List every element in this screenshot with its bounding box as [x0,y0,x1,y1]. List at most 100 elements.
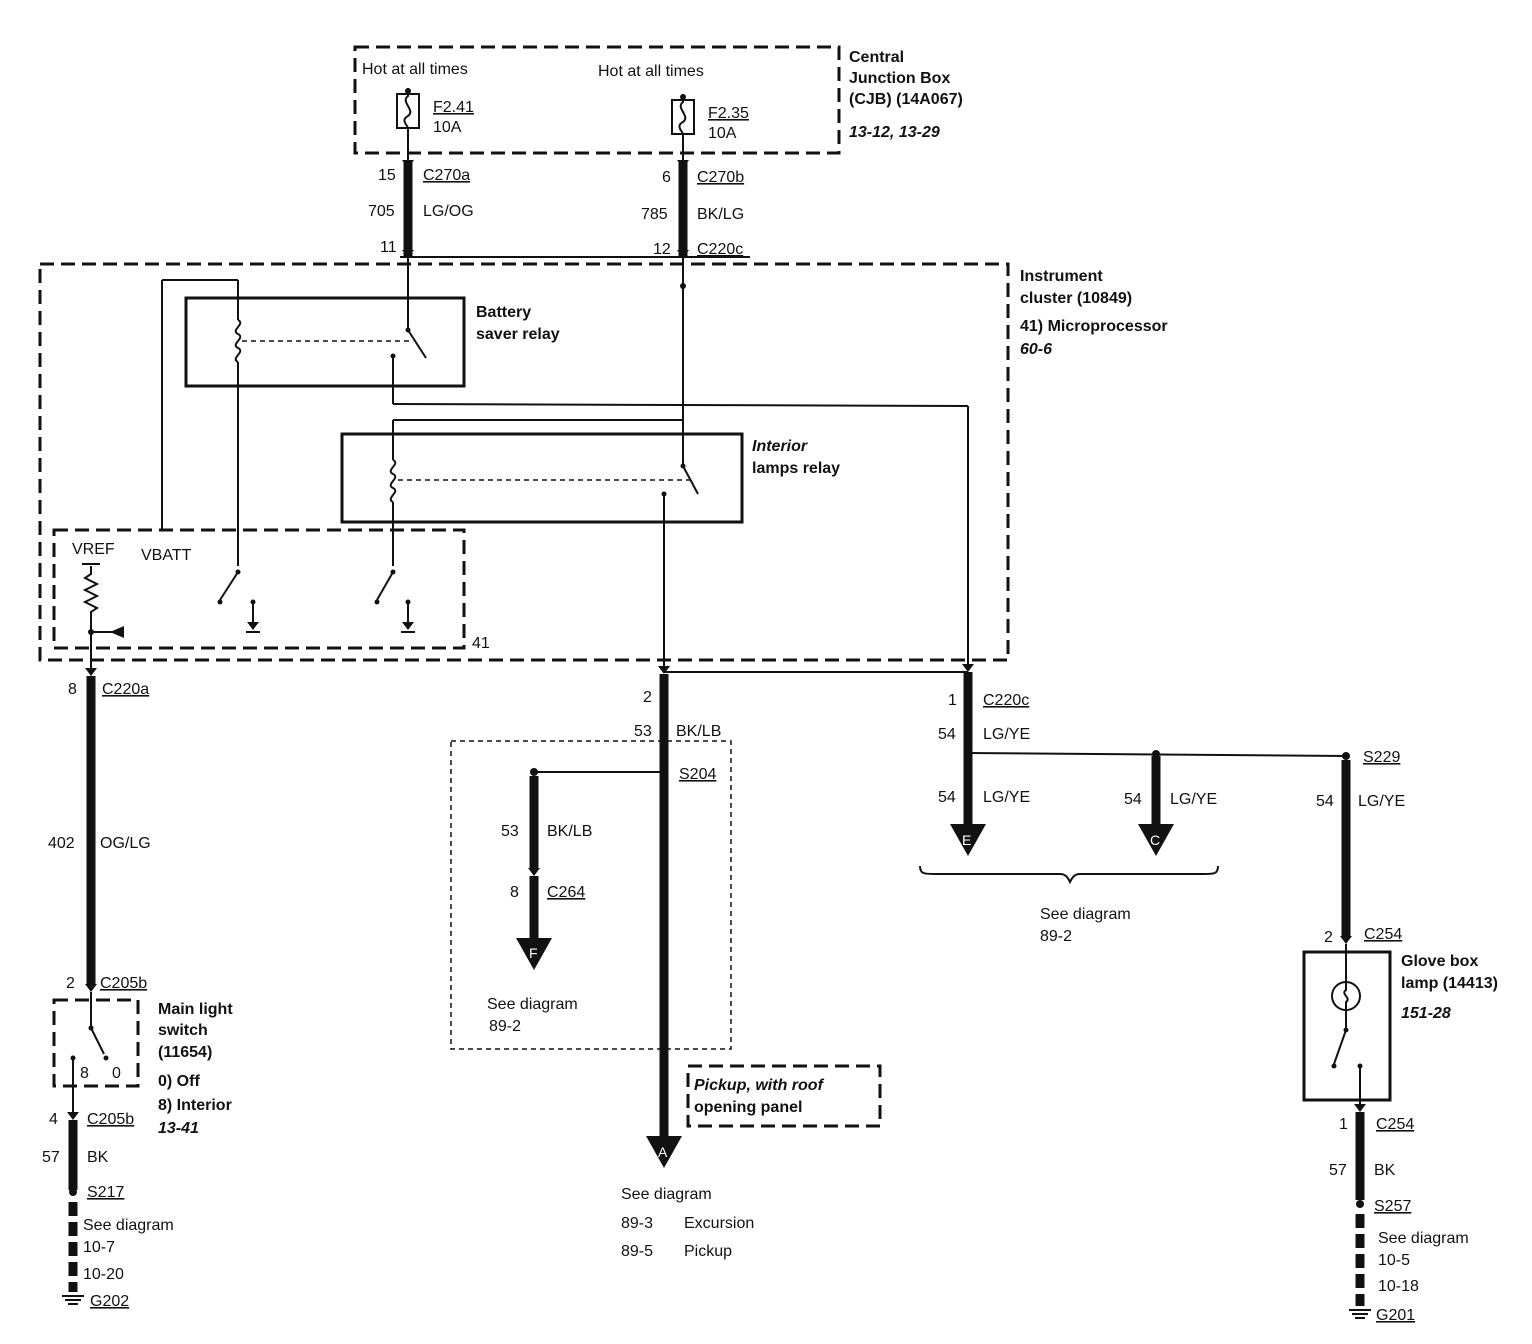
fuse-1-id: F2.41 [433,99,474,116]
interior-relay-label-2: lamps relay [752,460,840,477]
left-pin-3: 4 [49,1111,58,1128]
switch-label-3: (11654) [158,1044,212,1061]
right-feed-conn-top: C270b [697,169,744,186]
switch-pos-8: 8 [80,1065,89,1082]
cjb-dashed-box [353,45,841,155]
mid-see-a: See diagram [621,1186,712,1203]
lamp-bulb-icon [1331,944,1363,1104]
resistor-icon [82,566,100,632]
right-see: See diagram [1040,906,1131,923]
battery-relay-label-2: saver relay [476,326,560,343]
right-e-color: LG/YE [983,789,1030,806]
mid-see-a1-num: 89-3 [621,1215,653,1232]
arrow-e-label: E [962,832,971,848]
right-see-2: See diagram [1378,1230,1469,1247]
right-splice: S229 [1363,749,1400,766]
left-splice: S217 [87,1184,124,1201]
right-e-circuit: 54 [938,789,956,806]
right-see-1: 89-2 [1040,928,1072,945]
cluster-title-2: cluster (10849) [1020,290,1132,307]
main-light-switch-icon [70,992,109,1061]
right-feed-pin-top: 6 [662,169,671,186]
fuse-1-rating: 10A [433,119,462,136]
interior-lamps-relay-box [340,432,744,524]
left-conn-2: C205b [100,975,147,992]
mid-see-a2-num: 89-5 [621,1243,653,1260]
right-feed-pin-bot: 12 [653,241,671,258]
cjb-hot-label-1: Hot at all times [362,61,468,78]
left-ground: G202 [90,1293,129,1310]
left-circuit: 402 [48,835,75,852]
mid-sub-color: BK/LB [547,823,592,840]
right-conn-2: C254 [1364,926,1402,943]
arrow-a-label: A [658,1144,668,1160]
left-feed-color: LG/OG [423,203,474,220]
left-see-2: 10-20 [83,1266,124,1283]
right-circuit: 54 [938,726,956,743]
cluster-title-3: 41) Microprocessor [1020,318,1168,335]
left-conn-3: C205b [87,1111,134,1128]
fuse-f2-41-icon [396,88,420,134]
left-conn-1: C220a [102,681,149,698]
right-ground: G201 [1376,1307,1415,1324]
micro-vref: VREF [72,541,115,558]
right-gnd-color: BK [1374,1162,1396,1179]
lamp-ref: 151-28 [1401,1005,1451,1022]
arrow-c-icon [1138,824,1174,856]
lamp-label-2: lamp (14413) [1401,975,1498,992]
mid-see-1: 89-2 [489,1018,521,1035]
battery-saver-relay-box [184,296,466,388]
mid-pin-1: 2 [643,689,652,706]
cjb-title-3: (CJB) (14A067) [849,91,963,108]
arrow-e-icon [950,824,986,856]
battery-relay-coil-icon [234,319,242,363]
instrument-cluster-dashed-box [38,262,1010,662]
fuse-2-id: F2.35 [708,105,749,122]
switch-pos-0: 0 [112,1065,121,1082]
micro-vbatt: VBATT [141,547,192,564]
right-color: LG/YE [983,726,1030,743]
interior-relay-coil-icon [389,459,397,503]
mid-see-a2-txt: Pickup [684,1243,732,1260]
mid-splice: S204 [679,766,716,783]
left-gnd-circuit: 57 [42,1149,60,1166]
left-color: OG/LG [100,835,151,852]
right-g-color: LG/YE [1358,793,1405,810]
left-see: See diagram [83,1217,174,1234]
pickup-label-1: Pickup, with roof [694,1077,825,1094]
brace [919,865,1219,885]
switch-label-1: Main light [158,1001,233,1018]
left-feed-conn-top: C270a [423,167,470,184]
left-gnd-color: BK [87,1149,109,1166]
lamp-label-1: Glove box [1401,953,1478,970]
right-g-circuit: 54 [1316,793,1334,810]
interior-relay-label-1: Interior [752,438,808,455]
mid-sub-pin: 8 [510,884,519,901]
cluster-title-1: Instrument [1020,268,1103,285]
see-diagram-89-2-dashed-box [450,740,732,1050]
left-feed-circuit: 705 [368,203,395,220]
main-light-switch-dashed-box [52,998,140,1088]
right-pin-3: 1 [1339,1116,1348,1133]
microprocessor-dashed-box [52,528,466,650]
cjb-title-2: Junction Box [849,70,950,87]
switch-label-2: switch [158,1022,208,1039]
right-c-circuit: 54 [1124,791,1142,808]
arrow-a-icon [646,1136,682,1168]
arrow-f-icon [516,938,552,970]
right-conn-1: C220c [983,692,1029,709]
switch-interior: 8) Interior [158,1097,232,1114]
right-gnd-circuit: 57 [1329,1162,1347,1179]
arrow-c-label: C [1150,832,1160,848]
right-feed-conn-bot: C220c [697,241,743,258]
right-conn-3: C254 [1376,1116,1414,1133]
mid-color: BK/LB [676,723,721,740]
mid-see: See diagram [487,996,578,1013]
arrow-f-label: F [529,945,538,961]
ground-g202-icon [62,1295,84,1305]
left-pin-1: 8 [68,681,77,698]
pickup-dashed-box [686,1064,882,1128]
cjb-hot-label-2: Hot at all times [598,63,704,80]
mid-circuit: 53 [634,723,652,740]
